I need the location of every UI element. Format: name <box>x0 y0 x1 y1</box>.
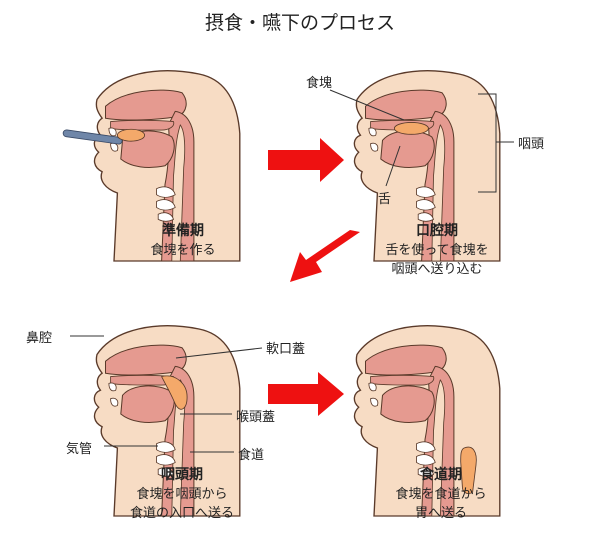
bolus-shape <box>393 122 429 135</box>
label-pharynx: 咽頭 <box>518 137 545 152</box>
stage-name: 咽頭期 <box>161 467 203 483</box>
stage-desc-line: 胃へ送る <box>414 506 467 521</box>
stage-desc-line: 食塊を咽頭から <box>136 487 228 502</box>
arrow-prep-to-oral <box>268 138 344 182</box>
stage-name: 準備期 <box>162 223 204 239</box>
panel-preparatory <box>62 70 241 262</box>
label-bolus: 食塊 <box>306 76 333 91</box>
arrow-pharyngeal-to-esophageal <box>268 372 344 416</box>
stage-name: 口腔期 <box>416 223 458 239</box>
stage-name: 食道期 <box>420 467 462 483</box>
pharynx-bracket <box>478 93 497 193</box>
panel-pharyngeal <box>93 325 241 517</box>
tongue-leader <box>385 145 401 187</box>
bolus-shape <box>460 446 477 494</box>
label-trachea: 気管 <box>66 442 93 457</box>
bolus-shape <box>116 128 146 142</box>
stage-desc-line: 食道の入口へ送る <box>129 506 234 521</box>
stage-desc-line: 食塊を作る <box>150 243 216 258</box>
stage-desc-line: 食塊を食道から <box>395 487 487 502</box>
panel-oral <box>353 70 501 262</box>
caption-esophageal: 食道期 食塊を食道から 胃へ送る <box>356 466 526 523</box>
spoon-icon <box>62 129 123 145</box>
label-tongue: 舌 <box>378 192 392 207</box>
caption-pharyngeal: 咽頭期 食塊を咽頭から 食道の入口へ送る <box>92 466 272 523</box>
caption-oral: 口腔期 舌を使って食塊を 咽頭へ送り込む <box>352 222 522 279</box>
label-epiglottis: 喉頭蓋 <box>236 410 276 425</box>
arrow-oral-to-pharyngeal <box>290 230 360 282</box>
stage-desc-line: 咽頭へ送り込む <box>391 262 483 277</box>
label-esophagus: 食道 <box>238 448 265 463</box>
diagram-title: 摂食・嚥下のプロセス <box>204 12 395 34</box>
bolus-shape <box>160 375 188 410</box>
panel-esophageal <box>353 325 501 517</box>
bolus-leader <box>329 89 405 121</box>
soft-palate-leader <box>175 347 263 359</box>
label-nasal-cavity: 鼻腔 <box>26 331 53 346</box>
caption-preparatory: 準備期 食塊を作る <box>108 222 258 260</box>
stage-desc-line: 舌を使って食塊を <box>385 243 489 258</box>
label-soft-palate: 軟口蓋 <box>266 342 306 357</box>
